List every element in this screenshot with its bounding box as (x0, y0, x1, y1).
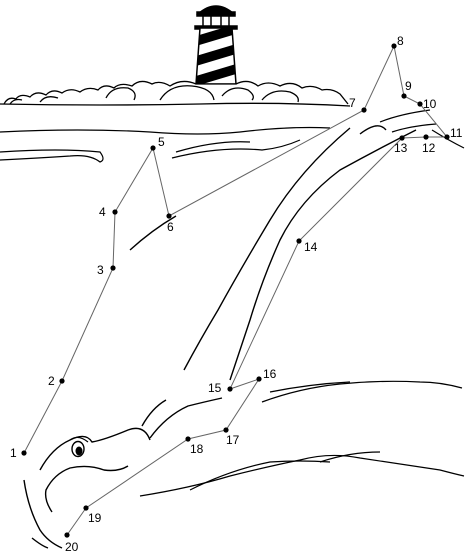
dot-label-5: 5 (158, 135, 165, 149)
dot-16 (256, 376, 262, 382)
dot-15 (227, 386, 233, 392)
dot-12 (423, 134, 429, 140)
dot-label-2: 2 (48, 374, 55, 388)
dot-18 (185, 436, 191, 442)
dot-14 (296, 238, 302, 244)
shoreline (0, 102, 351, 107)
dot-2 (59, 378, 65, 384)
lighthouse (194, 5, 238, 85)
rocky-shore (3, 80, 349, 105)
dot-11 (444, 134, 450, 140)
dot-label-12: 12 (422, 141, 436, 155)
dot-label-6: 6 (167, 220, 174, 234)
dot-label-3: 3 (97, 263, 104, 277)
dot-1 (21, 450, 27, 456)
dot-label-19: 19 (88, 511, 102, 525)
dot-10 (417, 101, 423, 107)
dot-9 (401, 93, 407, 99)
dot-13 (399, 135, 405, 141)
dot-label-17: 17 (226, 433, 240, 447)
water-lines (0, 109, 465, 163)
dot-label-7: 7 (349, 96, 356, 110)
dot-7 (361, 107, 367, 113)
dot-label-15: 15 (208, 381, 222, 395)
dot-label-10: 10 (423, 97, 437, 111)
dot-6 (166, 213, 172, 219)
dot-label-8: 8 (397, 34, 404, 48)
whale-eye (69, 436, 89, 458)
whale-contours (23, 125, 417, 549)
lower-water-lines (139, 380, 465, 497)
dot-label-18: 18 (190, 442, 204, 456)
dot-20 (64, 532, 70, 538)
dot-19 (83, 505, 89, 511)
dot-5 (150, 145, 156, 151)
dot-4 (112, 209, 118, 215)
dot-label-9: 9 (405, 79, 412, 93)
dot-label-13: 13 (394, 141, 408, 155)
dot-label-16: 16 (263, 367, 277, 381)
dot-17 (223, 427, 229, 433)
dot-label-14: 14 (304, 240, 318, 254)
dot-label-1: 1 (10, 446, 17, 460)
dot-label-11: 11 (450, 126, 463, 140)
dot-label-20: 20 (65, 540, 79, 552)
dot-8 (391, 43, 397, 49)
dot-3 (110, 265, 116, 271)
dot-connector-line (23, 44, 449, 536)
dot-label-4: 4 (99, 205, 106, 219)
